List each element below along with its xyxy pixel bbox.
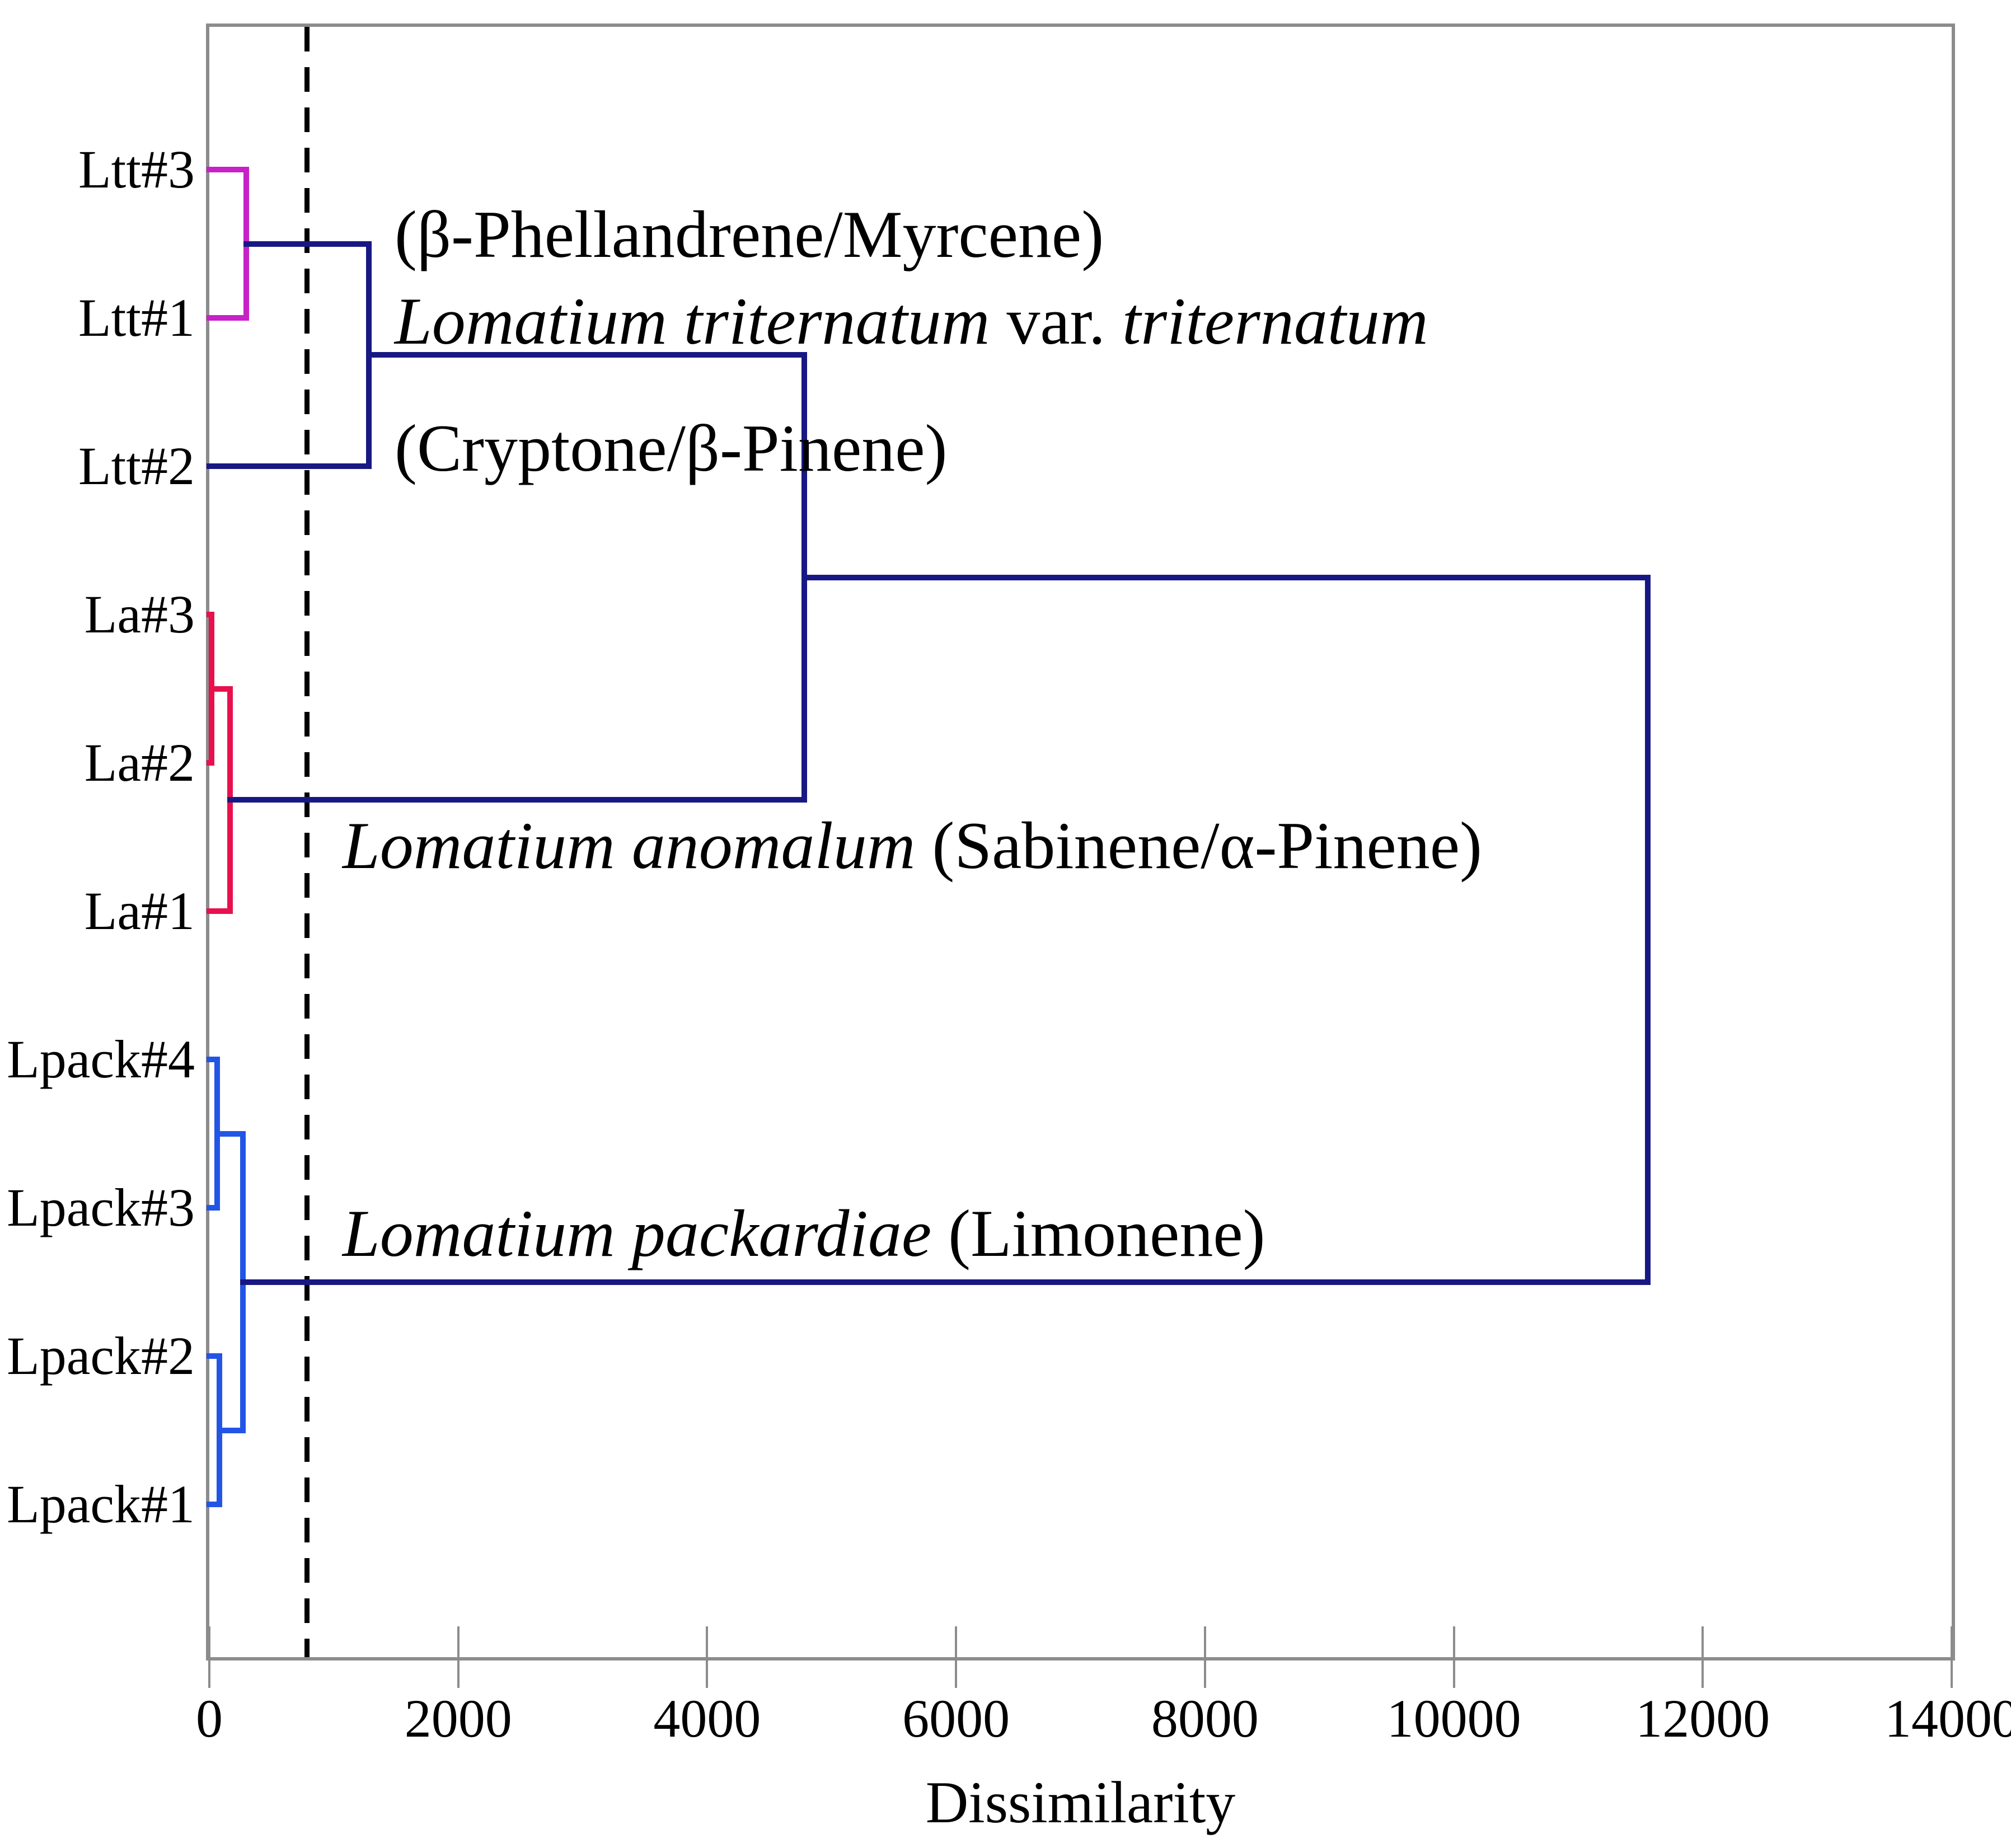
leaf-label-La1: La#1: [84, 881, 195, 941]
x-tick: [208, 1626, 210, 1688]
cluster-annotation-3: Lomatium anomalum (Sabinene/α-Pinene): [343, 807, 1482, 884]
x-tick-label: 2000: [404, 1688, 512, 1748]
x-tick: [706, 1626, 709, 1688]
x-tick-label: 4000: [653, 1688, 761, 1748]
cluster-annotation-0: (β-Phellandrene/Myrcene): [395, 196, 1104, 273]
x-tick-label: 6000: [902, 1688, 1010, 1748]
leaf-label-Lpack1: Lpack#1: [7, 1474, 195, 1534]
x-tick: [1701, 1626, 1704, 1688]
leaf-label-La2: La#2: [84, 733, 195, 792]
chemotype-text: (Cryptone/β-Pinene): [395, 411, 948, 485]
x-tick: [1951, 1626, 1953, 1688]
dendrogram-branch: [243, 241, 372, 247]
chemotype-text: (Limonene): [931, 1196, 1265, 1270]
x-tick-label: 12000: [1635, 1688, 1770, 1748]
dendrogram-branch: [207, 167, 249, 172]
x-axis-title: Dissimilarity: [925, 1770, 1236, 1835]
dendrogram-branch: [207, 1057, 221, 1062]
x-tick: [1452, 1626, 1455, 1688]
cutoff-dashed-line: [304, 27, 310, 1657]
dendrogram-branch: [207, 1205, 221, 1211]
leaf-label-Ltt1: Ltt#1: [78, 288, 195, 348]
cluster-annotation-2: (Cryptone/β-Pinene): [395, 410, 947, 487]
leaf-label-La3: La#3: [84, 584, 195, 644]
leaf-label-Lpack4: Lpack#4: [7, 1029, 195, 1089]
plot-area: [206, 24, 1955, 1661]
dendrogram-branch: [214, 1131, 246, 1137]
species-name-text: Lomatium anomalum: [343, 808, 916, 883]
x-tick: [1203, 1626, 1206, 1688]
dendrogram-branch: [207, 1353, 222, 1359]
dendrogram-branch: [207, 315, 249, 321]
leaf-label-Ltt2: Ltt#2: [78, 436, 195, 496]
cluster-annotation-4: Lomatium packardiae (Limonene): [343, 1195, 1265, 1272]
species-name-text: Lomatium packardiae: [343, 1196, 932, 1270]
dendrogram-branch: [207, 463, 372, 469]
species-name-text: Lomatium triternatum: [395, 284, 990, 358]
dendrogram-branch: [207, 908, 233, 914]
cluster-annotation-1: Lomatium triternatum var. triternatum: [395, 283, 1428, 360]
dendrogram-branch: [365, 352, 807, 358]
x-tick-label: 14000: [1885, 1688, 2011, 1748]
dendrogram-branch: [227, 797, 807, 803]
dendrogram-merge: [1645, 574, 1651, 1285]
species-name-text: triternatum: [1122, 284, 1428, 358]
x-tick: [457, 1626, 460, 1688]
x-tick-label: 8000: [1151, 1688, 1259, 1748]
leaf-label-Lpack2: Lpack#2: [7, 1326, 195, 1386]
dendrogram-branch: [216, 1427, 246, 1433]
dendrogram-branch: [801, 574, 1651, 580]
leaf-label-Ltt3: Ltt#3: [78, 139, 195, 199]
dendrogram-branch: [240, 1279, 1651, 1285]
chemotype-text: (Sabinene/α-Pinene): [915, 808, 1482, 883]
x-tick-label: 10000: [1386, 1688, 1521, 1748]
x-tick: [955, 1626, 958, 1688]
dendrogram-branch: [209, 686, 233, 692]
x-tick-label: 0: [196, 1688, 223, 1748]
dendrogram-branch: [207, 1502, 222, 1507]
chemotype-text: (β-Phellandrene/Myrcene): [395, 197, 1104, 271]
chemotype-text: var.: [990, 284, 1123, 358]
leaf-label-Lpack3: Lpack#3: [7, 1178, 195, 1237]
